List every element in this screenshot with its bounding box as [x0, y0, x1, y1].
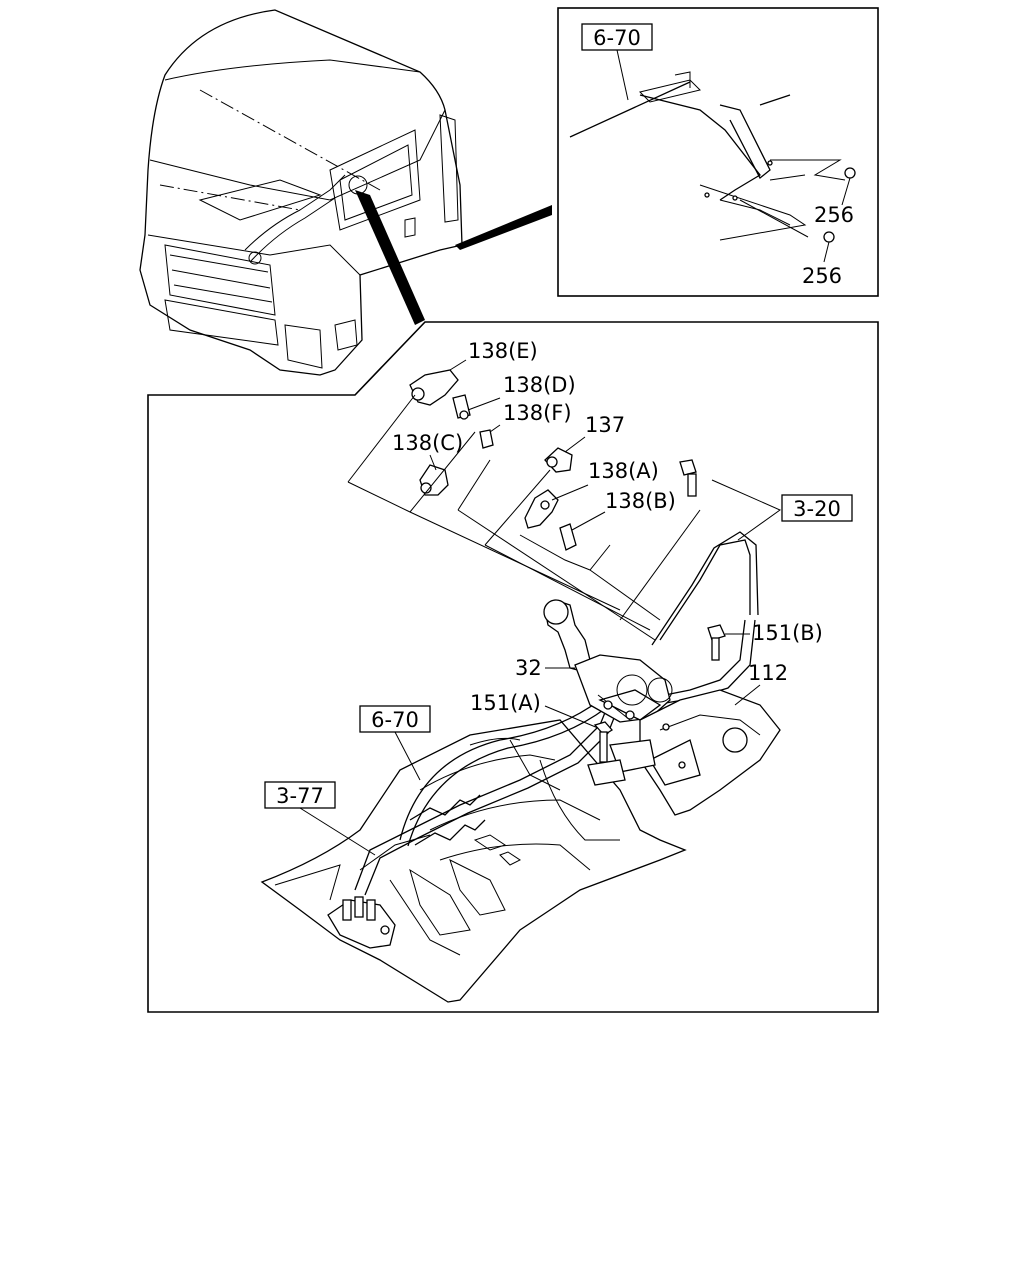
ref-box-6-70-top: [581, 23, 653, 51]
ref-box-3-77: [264, 781, 336, 809]
label-151-a: 151(A): [470, 691, 541, 715]
label-112: 112: [748, 661, 788, 685]
ref-3-77: 3-77: [276, 784, 324, 808]
routing-lines: [347, 394, 782, 641]
fitting-137: [544, 447, 573, 473]
ref-3-20: 3-20: [793, 497, 841, 521]
ref-6-70: 6-70: [371, 708, 419, 732]
ref-box-3-20: [781, 494, 853, 522]
main-detail: 138(E) 138(D) 138(F) 138(C) 137 138(A) 1…: [147, 321, 879, 1013]
cylinder-assembly: [543, 599, 673, 723]
label-138-a: 138(A): [588, 459, 659, 483]
bolt-151-b: [707, 624, 726, 661]
label-256-a: 256: [814, 203, 854, 227]
label-138-d: 138(D): [503, 373, 576, 397]
label-32: 32: [515, 656, 542, 680]
label-138-f: 138(F): [503, 401, 572, 425]
truck-cab-illustration: [139, 9, 552, 376]
label-151-b: 151(B): [752, 621, 823, 645]
label-138-c: 138(C): [392, 431, 463, 455]
fitting-138-d: [452, 394, 471, 420]
label-256-b: 256: [802, 264, 842, 288]
junction-block: [327, 896, 396, 949]
fitting-138-a: [524, 489, 559, 529]
cab-floor-panel: [260, 719, 687, 1003]
fitting-138-c: [419, 464, 449, 496]
fitting-138-e: [409, 369, 459, 406]
label-138-e: 138(E): [468, 339, 538, 363]
label-137: 137: [585, 413, 625, 437]
bolt-151-a: [587, 721, 626, 786]
bolt-3-20: [679, 459, 697, 497]
ref-6-70-top: 6-70: [593, 26, 641, 50]
fitting-138-b: [559, 523, 577, 551]
inset-detail: 6-70 256 256: [557, 7, 879, 297]
label-138-b: 138(B): [605, 489, 676, 513]
fitting-138-f: [479, 429, 494, 449]
